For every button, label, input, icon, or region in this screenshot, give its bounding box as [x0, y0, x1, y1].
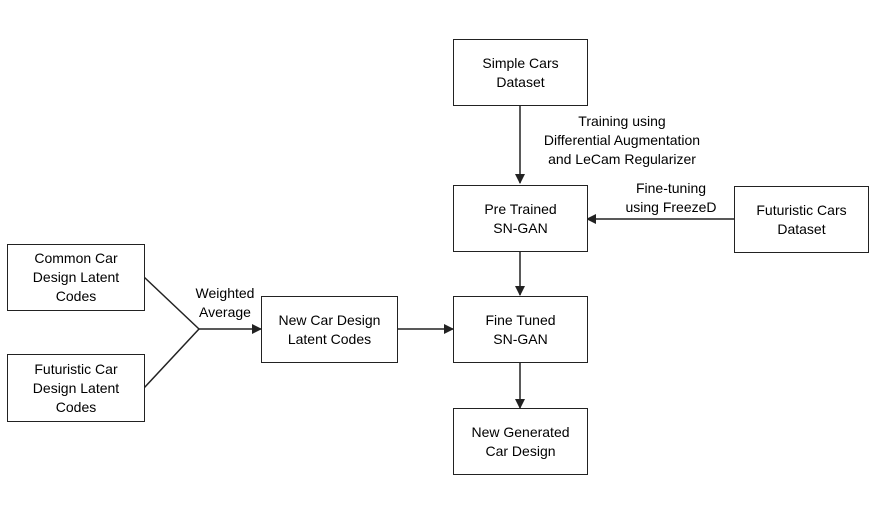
edge-label-finetuning: Fine-tuning using FreezeD	[625, 180, 717, 215]
node-finetuned-sngan: Fine Tuned SN-GAN	[453, 296, 588, 363]
edge-label-weighted-average: Weighted Average	[195, 285, 255, 320]
line-futuristic-to-merge	[143, 328, 200, 389]
node-generated-car-design: New Generated Car Design	[453, 408, 588, 475]
node-common-latent-codes: Common Car Design Latent Codes	[7, 244, 145, 311]
node-pretrained-sngan: Pre Trained SN-GAN	[453, 185, 588, 252]
node-futuristic-cars-dataset: Futuristic Cars Dataset	[734, 186, 869, 253]
edge-label-training: Training using Differential Augmentation…	[543, 113, 701, 167]
node-simple-cars-dataset: Simple Cars Dataset	[453, 39, 588, 106]
node-new-latent-codes: New Car Design Latent Codes	[261, 296, 398, 363]
node-futuristic-latent-codes: Futuristic Car Design Latent Codes	[7, 354, 145, 422]
line-common-to-merge	[143, 276, 200, 330]
